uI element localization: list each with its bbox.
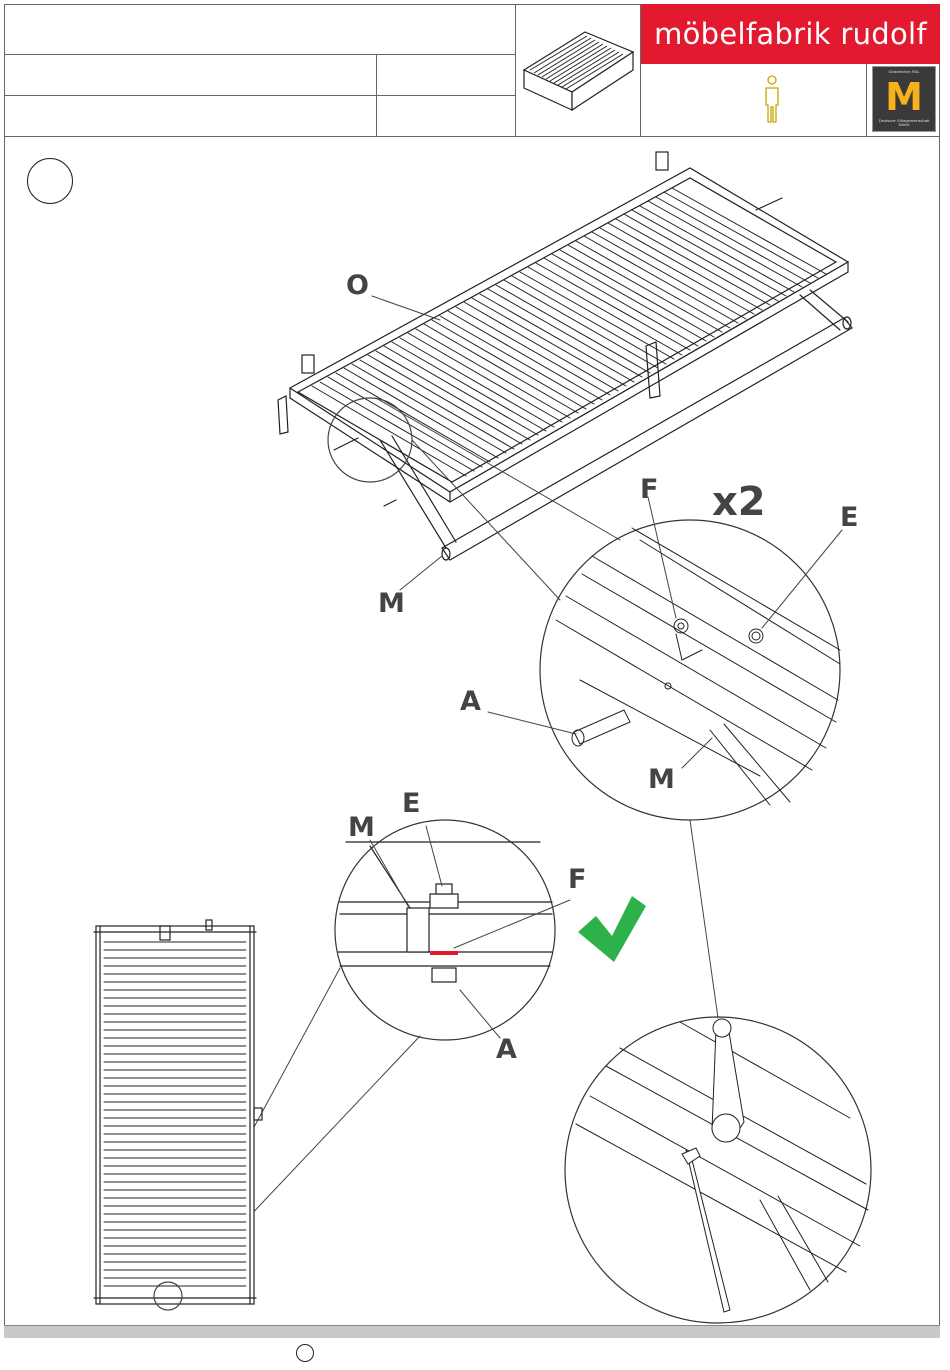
detail-bolting: [556, 528, 840, 805]
detail-tightening: [576, 1019, 868, 1312]
label-washer-f-result: F: [568, 866, 586, 893]
label-nut-e: E: [840, 504, 858, 531]
checkmark-icon: [578, 896, 646, 962]
label-bolt-a-result: A: [496, 1036, 517, 1063]
label-support-m: M: [378, 590, 405, 617]
label-support-m-result: M: [348, 814, 375, 841]
detail-result: [338, 842, 552, 982]
label-frame-o: O: [346, 272, 369, 299]
label-quantity: x2: [712, 482, 766, 522]
top-view-frame: [94, 920, 262, 1310]
label-support-m-detail: M: [648, 766, 675, 793]
page-number-circle: [296, 1344, 314, 1362]
label-bolt-a: A: [460, 688, 481, 715]
footer-bar: [4, 1325, 940, 1338]
label-washer-f: F: [640, 476, 658, 503]
slatted-frame: [278, 152, 848, 502]
label-nut-e-detail: E: [402, 790, 420, 817]
